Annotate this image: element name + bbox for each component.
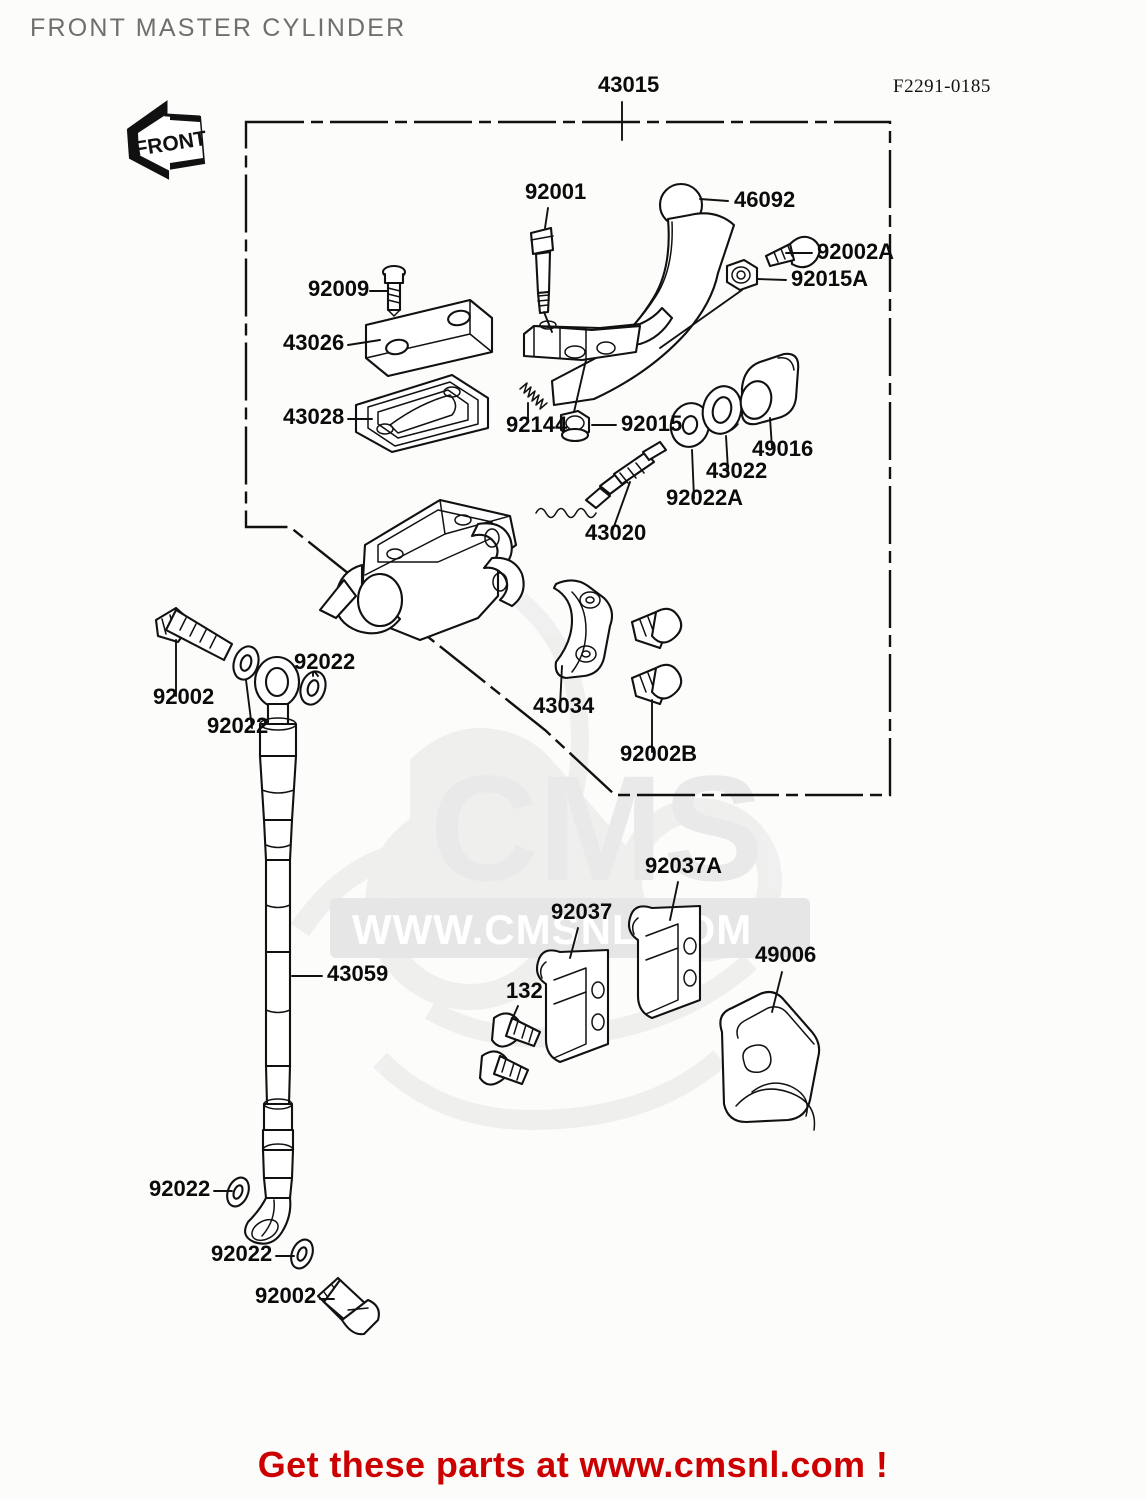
part-92015A-nut bbox=[725, 258, 759, 292]
part-92002-banjo-bolt-lower bbox=[316, 1276, 380, 1336]
part-43034-handlebar-holder bbox=[552, 579, 614, 680]
part-92022-washer-3 bbox=[226, 1176, 250, 1208]
part-label-p49016: 49016 bbox=[752, 436, 813, 461]
part-label-p92015A: 92015A bbox=[791, 266, 868, 291]
part-label-p92002A: 92002A bbox=[817, 239, 894, 264]
part-43020-piston-assembly bbox=[535, 440, 668, 519]
part-label-assembly: 43015 bbox=[598, 72, 659, 97]
part-label-p92001: 92001 bbox=[525, 179, 586, 204]
part-label-p92022A: 92022A bbox=[666, 485, 743, 510]
part-92022A-washer bbox=[669, 402, 711, 448]
part-label-p92022_a: 92022 bbox=[207, 713, 268, 738]
part-43026-reservoir-cap bbox=[364, 298, 494, 378]
part-label-p43020: 43020 bbox=[585, 520, 646, 545]
part-label-p92022_d: 92022 bbox=[211, 1241, 272, 1266]
part-label-p92144: 92144 bbox=[506, 412, 568, 437]
part-label-p43022: 43022 bbox=[706, 458, 767, 483]
part-43028-diaphragm bbox=[354, 373, 490, 454]
part-92022-washer-2 bbox=[299, 670, 327, 706]
part-label-p43034: 43034 bbox=[533, 693, 595, 718]
part-92009-screw bbox=[381, 264, 407, 317]
part-label-p92002B: 92002B bbox=[620, 741, 697, 766]
assembly-boundary-43015 bbox=[244, 120, 892, 797]
part-43022-piston-seal bbox=[701, 385, 743, 435]
part-92002A-bolt bbox=[764, 235, 821, 269]
part-label-p92009: 92009 bbox=[308, 276, 369, 301]
leader-lines bbox=[175, 198, 813, 1300]
part-43020-master-cylinder-body bbox=[318, 498, 525, 642]
part-label-p92037A: 92037A bbox=[645, 853, 722, 878]
part-label-p49006: 49006 bbox=[755, 942, 816, 967]
part-label-p92002_b: 92002 bbox=[255, 1283, 316, 1308]
part-49006-cover bbox=[719, 990, 821, 1131]
part-92001-bolt bbox=[529, 226, 555, 315]
part-92037A-clamp bbox=[627, 904, 702, 1020]
part-46092-brake-lever bbox=[522, 182, 736, 407]
part-label-p92037: 92037 bbox=[551, 899, 612, 924]
part-label-p43026: 43026 bbox=[283, 330, 344, 355]
part-92144-spring bbox=[519, 382, 548, 410]
part-132-bolt-upper bbox=[490, 1012, 542, 1048]
part-92022-washer-1 bbox=[232, 645, 260, 681]
part-label-p92022_b: 92022 bbox=[294, 649, 355, 674]
part-43059-brake-hose bbox=[244, 655, 301, 1245]
part-92002B-bolt-lower bbox=[630, 663, 683, 706]
drawing-reference-code: F2291-0185 bbox=[893, 76, 991, 97]
part-92002B-bolt-upper bbox=[630, 607, 683, 650]
part-label-p132: 132 bbox=[506, 978, 543, 1003]
part-label-p43059: 43059 bbox=[327, 961, 388, 986]
part-label-p92015: 92015 bbox=[621, 411, 682, 436]
part-label-p92002: 92002 bbox=[153, 684, 214, 709]
part-49016-dust-boot bbox=[739, 352, 800, 426]
part-132-bolt-lower bbox=[478, 1050, 530, 1086]
part-92002-banjo-bolt-upper bbox=[154, 606, 234, 662]
part-92037-clamp bbox=[535, 948, 610, 1064]
part-92022-washer-4 bbox=[290, 1238, 314, 1270]
svg-text:CMS: CMS bbox=[430, 744, 763, 912]
part-92015-nut bbox=[559, 409, 591, 443]
front-orientation-badge: FRONT bbox=[126, 100, 208, 180]
part-label-p92022_c: 92022 bbox=[149, 1176, 210, 1201]
watermark-group: CMS WWW.CMSNL.COM bbox=[290, 593, 810, 1131]
part-label-p46092: 46092 bbox=[734, 187, 795, 212]
footer-promo-text: Get these parts at www.cmsnl.com ! bbox=[257, 1444, 889, 1485]
part-label-p43028: 43028 bbox=[283, 404, 344, 429]
page-title: FRONT MASTER CYLINDER bbox=[30, 14, 407, 42]
